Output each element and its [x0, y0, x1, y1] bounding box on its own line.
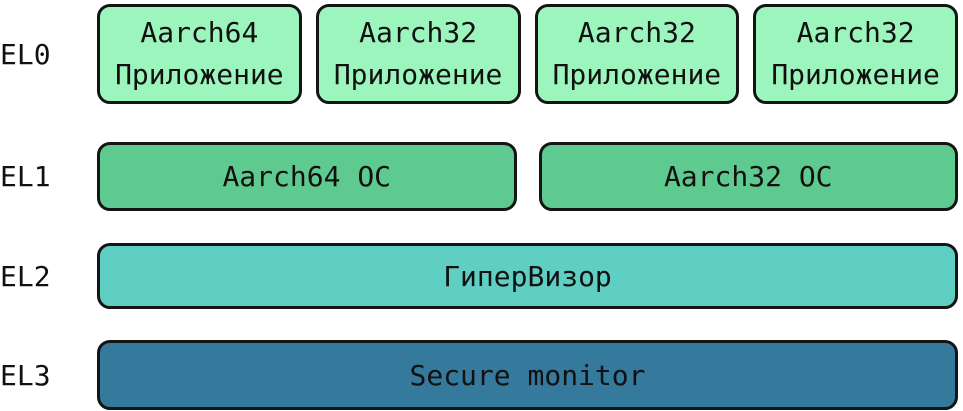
box-line: Aarch32 ОС	[663, 160, 833, 193]
row-el2: EL2 ГиперВизор	[0, 243, 958, 309]
row-el1: EL1 Aarch64 ОС Aarch32 ОС	[0, 142, 958, 211]
el1-boxes: Aarch64 ОС Aarch32 ОС	[97, 142, 958, 211]
box-line: Aarch32	[359, 16, 478, 49]
app-box-aarch32-2: Aarch32 Приложение	[534, 4, 740, 104]
level-label-el2: EL2	[0, 259, 51, 293]
box-line: Aarch32	[577, 16, 696, 49]
app-box-aarch32-1: Aarch32 Приложение	[315, 4, 521, 104]
os-box-aarch32: Aarch32 ОС	[538, 142, 958, 211]
box-line: Aarch64	[140, 16, 259, 49]
el2-boxes: ГиперВизор	[97, 243, 958, 309]
box-line: Приложение	[771, 58, 940, 91]
box-line: Aarch64 ОС	[222, 160, 392, 193]
row-el0: EL0 Aarch64 Приложение Aarch32 Приложени…	[0, 4, 958, 104]
app-box-aarch64: Aarch64 Приложение	[97, 4, 302, 104]
hypervisor-box: ГиперВизор	[97, 243, 958, 309]
box-line: Secure monitor	[409, 358, 646, 392]
row-el3: EL3 Secure monitor	[0, 340, 958, 410]
secure-monitor-box: Secure monitor	[97, 340, 958, 410]
el3-boxes: Secure monitor	[97, 340, 958, 410]
box-line: Приложение	[333, 58, 503, 91]
level-label-el1: EL1	[0, 160, 51, 193]
box-line: Aarch32	[796, 16, 915, 49]
box-line: Приложение	[552, 58, 722, 91]
level-label-el0: EL0	[0, 37, 51, 71]
box-line: Приложение	[115, 58, 284, 91]
level-label-el3: EL3	[0, 358, 51, 392]
box-line: ГиперВизор	[443, 259, 612, 293]
os-box-aarch64: Aarch64 ОС	[97, 142, 517, 211]
el0-boxes: Aarch64 Приложение Aarch32 Приложение Aa…	[97, 4, 958, 104]
app-box-aarch32-3: Aarch32 Приложение	[753, 4, 958, 104]
